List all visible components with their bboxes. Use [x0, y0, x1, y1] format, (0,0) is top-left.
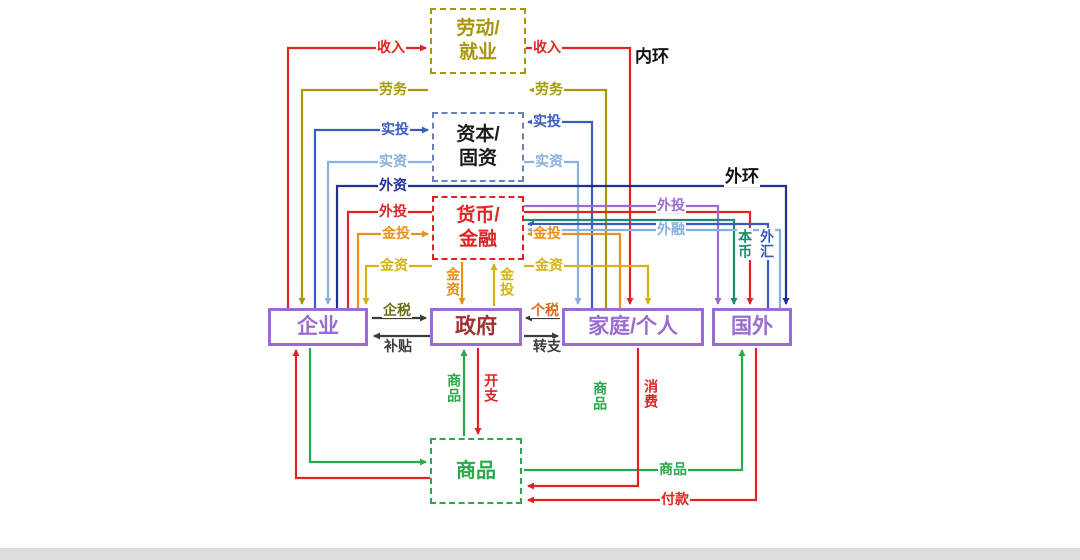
flow-label-23: 开支 [483, 372, 500, 404]
flow-label-13: 金资 [534, 257, 564, 274]
flow-label-24: 商品 [592, 380, 609, 412]
flow-label-2: 实投 [380, 121, 410, 138]
flow-arrow-lightblue-30 [527, 226, 782, 308]
flow-arrow-green-24 [524, 349, 746, 472]
flow-label-20: 金资 [445, 266, 462, 298]
region-label-0: 内环 [634, 42, 670, 67]
node-government: 政府 [430, 308, 522, 346]
flow-label-10: 实投 [532, 113, 562, 130]
flow-label-28: 商品 [658, 461, 688, 478]
flow-label-22: 商品 [446, 372, 463, 404]
node-labor: 劳动/ 就业 [430, 8, 526, 74]
flow-arrow-green-22 [308, 348, 427, 466]
flow-arrow-red-26 [527, 348, 758, 504]
flow-label-14: 外投 [656, 197, 686, 214]
flow-label-4: 外资 [378, 177, 408, 194]
region-label-1: 外环 [724, 162, 760, 187]
flow-label-21: 金投 [499, 266, 516, 298]
flow-label-18: 个税 [530, 302, 560, 319]
flow-label-27: 外汇 [759, 228, 776, 260]
flow-label-3: 实资 [378, 153, 408, 170]
flow-label-26: 本币 [737, 228, 754, 260]
node-capital: 资本/ 固资 [432, 112, 524, 182]
flow-label-17: 补贴 [383, 338, 413, 355]
flow-label-7: 金资 [379, 257, 409, 274]
flow-label-16: 企税 [382, 302, 412, 319]
bottom-gray-strip [0, 548, 1080, 560]
flow-label-25: 消费 [643, 378, 660, 410]
node-foreign: 国外 [712, 308, 792, 346]
flow-arrow-purple-27 [524, 204, 722, 305]
flow-arrow-navy-8 [335, 184, 790, 308]
flow-label-9: 劳务 [534, 81, 564, 98]
node-enterprise: 企业 [268, 308, 368, 346]
flow-arrow-blue-4 [313, 126, 429, 308]
flow-label-6: 金投 [381, 225, 411, 242]
flow-label-19: 转支 [532, 338, 562, 355]
flow-label-11: 实资 [534, 153, 564, 170]
flow-label-5: 外投 [378, 203, 408, 220]
node-household: 家庭/个人 [562, 308, 704, 346]
flow-arrow-red-25 [527, 348, 640, 490]
flow-label-8: 收入 [532, 39, 562, 56]
flow-arrow-gold-12 [362, 264, 432, 305]
flow-label-1: 劳务 [378, 81, 408, 98]
flow-arrow-teal-28 [524, 218, 738, 305]
node-money: 货币/ 金融 [432, 196, 524, 260]
flow-label-0: 收入 [376, 39, 406, 56]
flow-arrow-blue-5 [527, 118, 594, 308]
flow-label-29: 付款 [660, 491, 690, 508]
flow-arrow-red-23 [292, 349, 432, 480]
flow-arrow-gold-13 [524, 264, 652, 305]
flow-label-12: 金投 [532, 225, 562, 242]
flow-label-15: 外融 [656, 221, 686, 238]
node-goods: 商品 [430, 438, 522, 504]
flow-arrow-blue-29 [527, 220, 770, 308]
